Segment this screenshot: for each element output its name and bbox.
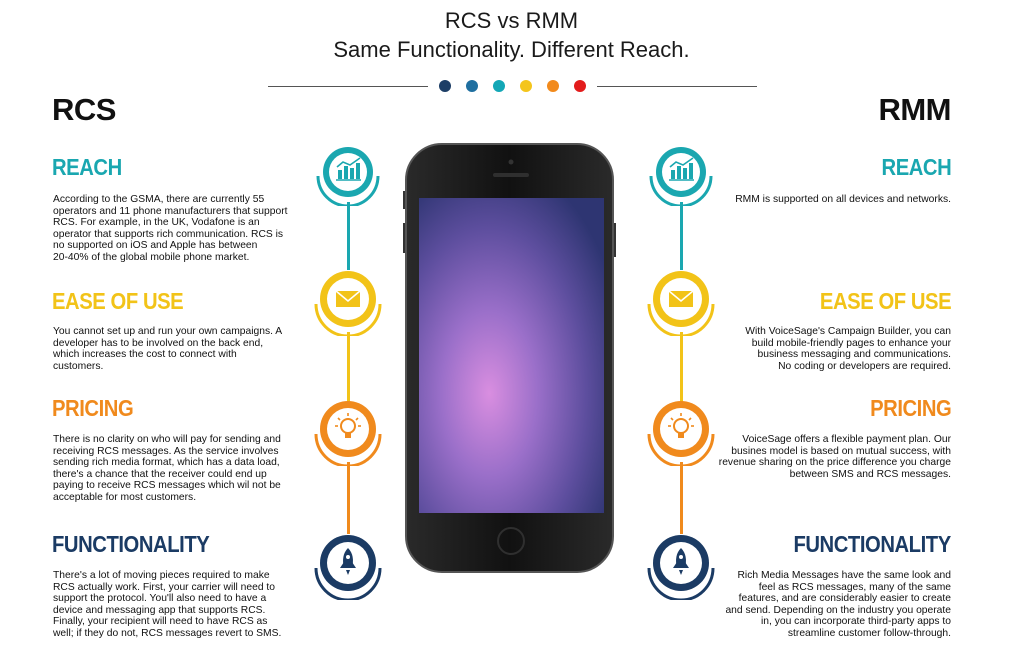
text-line: sending rich media format, which has a d…: [53, 457, 280, 469]
rmm-pricing-heading: PRICING: [869, 395, 952, 421]
connector-left-1: [347, 202, 350, 270]
text-line: device and messaging app that supports R…: [53, 604, 266, 616]
header-dot: [493, 80, 505, 92]
rcs-reach-text: According to the GSMA, there are current…: [53, 194, 303, 264]
text-line: There is no clarity on who will pay for …: [53, 434, 281, 445]
text-line: With VoiceSage's Campaign Builder, you c…: [745, 326, 951, 337]
pricing-circle-left: [307, 396, 389, 468]
connector-right-3: [680, 462, 683, 534]
header-dot: [439, 80, 451, 92]
text-line: build mobile-friendly pages to enhance y…: [751, 337, 951, 349]
functionality-circle-right: [640, 530, 722, 602]
rcs-pricing-text: There is no clarity on who will pay for …: [53, 434, 303, 504]
text-line: RCS actually work. First, your carrier w…: [53, 581, 276, 593]
text-line: According to the GSMA, there are current…: [53, 194, 265, 205]
reach-circle-right: [643, 142, 719, 208]
text-line: business messaging and communications.: [757, 349, 951, 361]
rcs-title: RCS: [52, 92, 116, 127]
rocket-icon: [340, 548, 356, 575]
chart-icon: [336, 157, 361, 181]
text-line: Rich Media Messages have the same look a…: [737, 570, 952, 581]
text-line: RCS. For example, in the UK, Vodafone is…: [53, 217, 260, 229]
text-line: and send. Depending on the industry you …: [725, 604, 951, 616]
pricing-circle-right: [640, 396, 722, 468]
text-line: there's a chance that the receiver could…: [53, 468, 267, 480]
rmm-pricing-text: VoiceSage offers a flexible payment plan…: [691, 434, 951, 480]
text-line: There's a lot of moving pieces required …: [53, 570, 270, 581]
ease-circle-left: [307, 266, 389, 338]
envelope-icon: [668, 290, 694, 307]
text-line: Finally, your recipient will need to hav…: [53, 616, 268, 628]
text-line: well; if they do not, RCS messages rever…: [53, 627, 282, 639]
lightbulb-icon: [668, 413, 694, 438]
text-line: operators and 11 phone manufacturers tha…: [53, 205, 288, 217]
reach-circle-left: [310, 142, 386, 208]
connector-left-2: [347, 332, 350, 402]
connector-left-3: [347, 462, 350, 534]
text-line: between SMS and RCS messages.: [789, 468, 951, 480]
header-dot: [547, 80, 559, 92]
rmm-ease-heading: EASE OF USE: [819, 288, 952, 314]
text-line: streamline customer follow-through.: [787, 627, 951, 639]
text-line: revenue sharing on the price difference …: [718, 457, 951, 469]
text-line: RMM is supported on all devices and netw…: [735, 194, 951, 205]
rocket-icon: [673, 548, 689, 575]
rmm-reach-text: RMM is supported on all devices and netw…: [691, 194, 951, 206]
text-line: features, and are considerably easier to…: [738, 593, 951, 605]
text-line: receiving RCS messages. As the service i…: [53, 445, 279, 457]
text-line: 20-40% of the global mobile phone market…: [53, 251, 250, 263]
lightbulb-icon: [335, 413, 361, 438]
text-line: operator that supports rich communicatio…: [53, 228, 284, 240]
header-dot: [574, 80, 586, 92]
text-line: which increases the cost to connect with: [53, 349, 237, 361]
text-line: customers.: [53, 360, 104, 372]
smartphone-illustration: [403, 143, 616, 573]
connector-right-1: [680, 202, 683, 270]
text-line: No coding or developers are required.: [778, 360, 951, 372]
text-line: paying to receive RCS messages which wil…: [53, 480, 281, 492]
rmm-functionality-text: Rich Media Messages have the same look a…: [691, 570, 951, 640]
rcs-ease-text: You cannot set up and run your own campa…: [53, 326, 303, 372]
text-line: support the protocol. You'll also need t…: [53, 593, 267, 605]
envelope-icon: [335, 290, 361, 307]
divider-left: [268, 86, 428, 87]
rcs-functionality-heading: FUNCTIONALITY: [52, 531, 210, 557]
text-line: VoiceSage offers a flexible payment plan…: [742, 434, 951, 445]
text-line: developer has to be involved on the back…: [53, 337, 264, 349]
rcs-ease-heading: EASE OF USE: [52, 288, 184, 314]
text-line: feel as RCS messages, many of the same: [758, 581, 951, 593]
chart-icon: [669, 157, 694, 181]
page-title: RCS vs RMM: [444, 8, 579, 33]
rmm-ease-text: With VoiceSage's Campaign Builder, you c…: [691, 326, 951, 372]
phone-screen: [419, 198, 604, 513]
text-line: no supported on iOS and Apple has betwee…: [53, 240, 258, 252]
header-dot: [520, 80, 532, 92]
rmm-title: RMM: [878, 92, 951, 127]
functionality-circle-left: [307, 530, 389, 602]
text-line: busines model is based on mutual success…: [731, 445, 951, 457]
connector-right-2: [680, 332, 683, 402]
text-line: acceptable for most customers.: [53, 491, 197, 503]
rcs-functionality-text: There's a lot of moving pieces required …: [53, 570, 303, 640]
text-line: You cannot set up and run your own campa…: [53, 326, 283, 337]
text-line: in, you can incorporate third-party apps…: [760, 616, 951, 628]
divider-right: [597, 86, 757, 87]
rcs-reach-heading: REACH: [52, 154, 122, 180]
header-dot: [466, 80, 478, 92]
rmm-reach-heading: REACH: [881, 154, 951, 180]
ease-circle-right: [640, 266, 722, 338]
rmm-functionality-heading: FUNCTIONALITY: [793, 531, 952, 557]
rcs-pricing-heading: PRICING: [52, 395, 134, 421]
page-subtitle: Same Functionality. Different Reach.: [333, 37, 690, 62]
